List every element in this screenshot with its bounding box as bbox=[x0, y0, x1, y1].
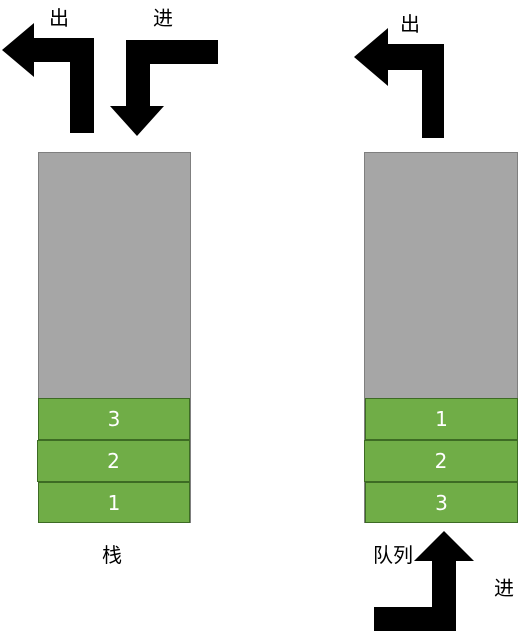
queue-out-arrow-icon bbox=[354, 28, 444, 138]
queue-out-label: 出 bbox=[400, 12, 420, 36]
stack-in-label: 进 bbox=[153, 6, 173, 30]
stack-item: 3 bbox=[38, 398, 190, 440]
queue-in-arrow-icon bbox=[374, 531, 474, 631]
queue-item: 1 bbox=[365, 398, 518, 440]
stack-item: 2 bbox=[37, 440, 190, 482]
stack-label: 栈 bbox=[102, 543, 122, 567]
stack-out-arrow-icon bbox=[2, 23, 94, 133]
queue-label: 队列 bbox=[373, 543, 413, 567]
stack-in-arrow-icon bbox=[110, 40, 218, 136]
stack-item: 1 bbox=[38, 482, 190, 523]
stack-out-label: 出 bbox=[49, 6, 69, 30]
queue-item: 2 bbox=[364, 440, 518, 482]
queue-item: 3 bbox=[365, 482, 518, 523]
queue-in-label: 进 bbox=[494, 576, 514, 600]
